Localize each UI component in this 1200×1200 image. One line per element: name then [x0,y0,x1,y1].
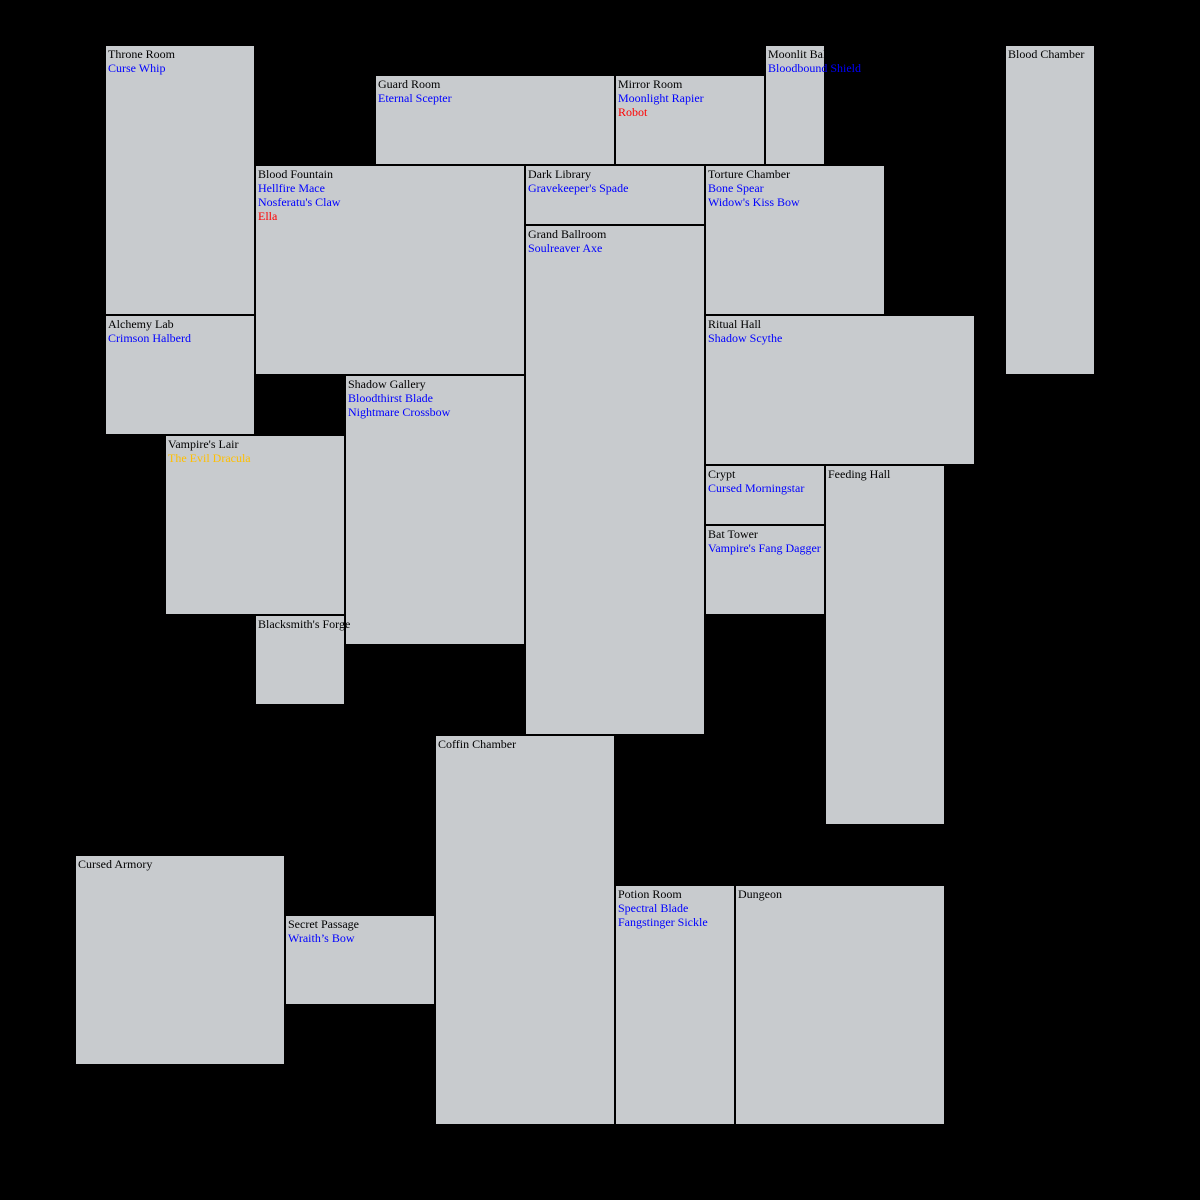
room-name: Shadow Gallery [348,377,426,391]
room-name: Dark Library [528,167,591,181]
room-name: Dungeon [738,887,782,901]
room-dungeon[interactable]: Dungeon [735,885,945,1125]
room-name: Crypt [708,467,736,481]
weapon-item: Nosferatu's Claw [258,195,341,209]
weapon-item: Moonlight Rapier [618,91,704,105]
ally-character: Robot [618,105,648,119]
weapon-item: Curse Whip [108,61,166,75]
room-blood-chamber[interactable]: Blood Chamber [1005,45,1095,375]
room-coffin-chamber[interactable]: Coffin Chamber [435,735,615,1125]
weapon-item: Cursed Morningstar [708,481,805,495]
room-cursed-armory[interactable]: Cursed Armory [75,855,285,1065]
room-name: Mirror Room [618,77,683,91]
weapon-item: Nightmare Crossbow [348,405,451,419]
room-name: Vampire's Lair [168,437,239,451]
weapon-item: Fangstinger Sickle [618,915,708,929]
ally-character: Ella [258,209,278,223]
room-blacksmiths-forge[interactable]: Blacksmith's Forge [255,615,351,705]
weapon-item: Hellfire Mace [258,181,325,195]
weapon-item: Soulreaver Axe [528,241,603,255]
room-name: Grand Ballroom [528,227,607,241]
weapon-item: Crimson Halberd [108,331,191,345]
weapon-item: Bloodthirst Blade [348,391,433,405]
room-name: Moonlit Balcony [768,47,850,61]
room-name: Alchemy Lab [108,317,174,331]
weapon-item: Gravekeeper's Spade [528,181,629,195]
room-name: Blacksmith's Forge [258,617,351,631]
weapon-item: Widow's Kiss Bow [708,195,800,209]
room-name: Guard Room [378,77,441,91]
room-name: Ritual Hall [708,317,761,331]
weapon-item: Spectral Blade [618,901,689,915]
weapon-item: Vampire's Fang Dagger [708,541,821,555]
weapon-item: Wraith’s Bow [288,931,355,945]
room-name: Feeding Hall [828,467,891,481]
weapon-item: Bloodbound Shield [768,61,862,75]
room-name: Coffin Chamber [438,737,517,751]
boss-character: The Evil Dracula [168,451,251,465]
weapon-item: Bone Spear [708,181,764,195]
room-name: Bat Tower [708,527,758,541]
room-name: Potion Room [618,887,682,901]
room-name: Torture Chamber [708,167,791,181]
room-name: Cursed Armory [78,857,153,871]
room-feeding-hall[interactable]: Feeding Hall [825,465,945,825]
room-name: Blood Fountain [258,167,334,181]
room-name: Throne Room [108,47,175,61]
weapon-item: Shadow Scythe [708,331,783,345]
room-name: Secret Passage [288,917,359,931]
weapon-item: Eternal Scepter [378,91,452,105]
room-name: Blood Chamber [1008,47,1085,61]
